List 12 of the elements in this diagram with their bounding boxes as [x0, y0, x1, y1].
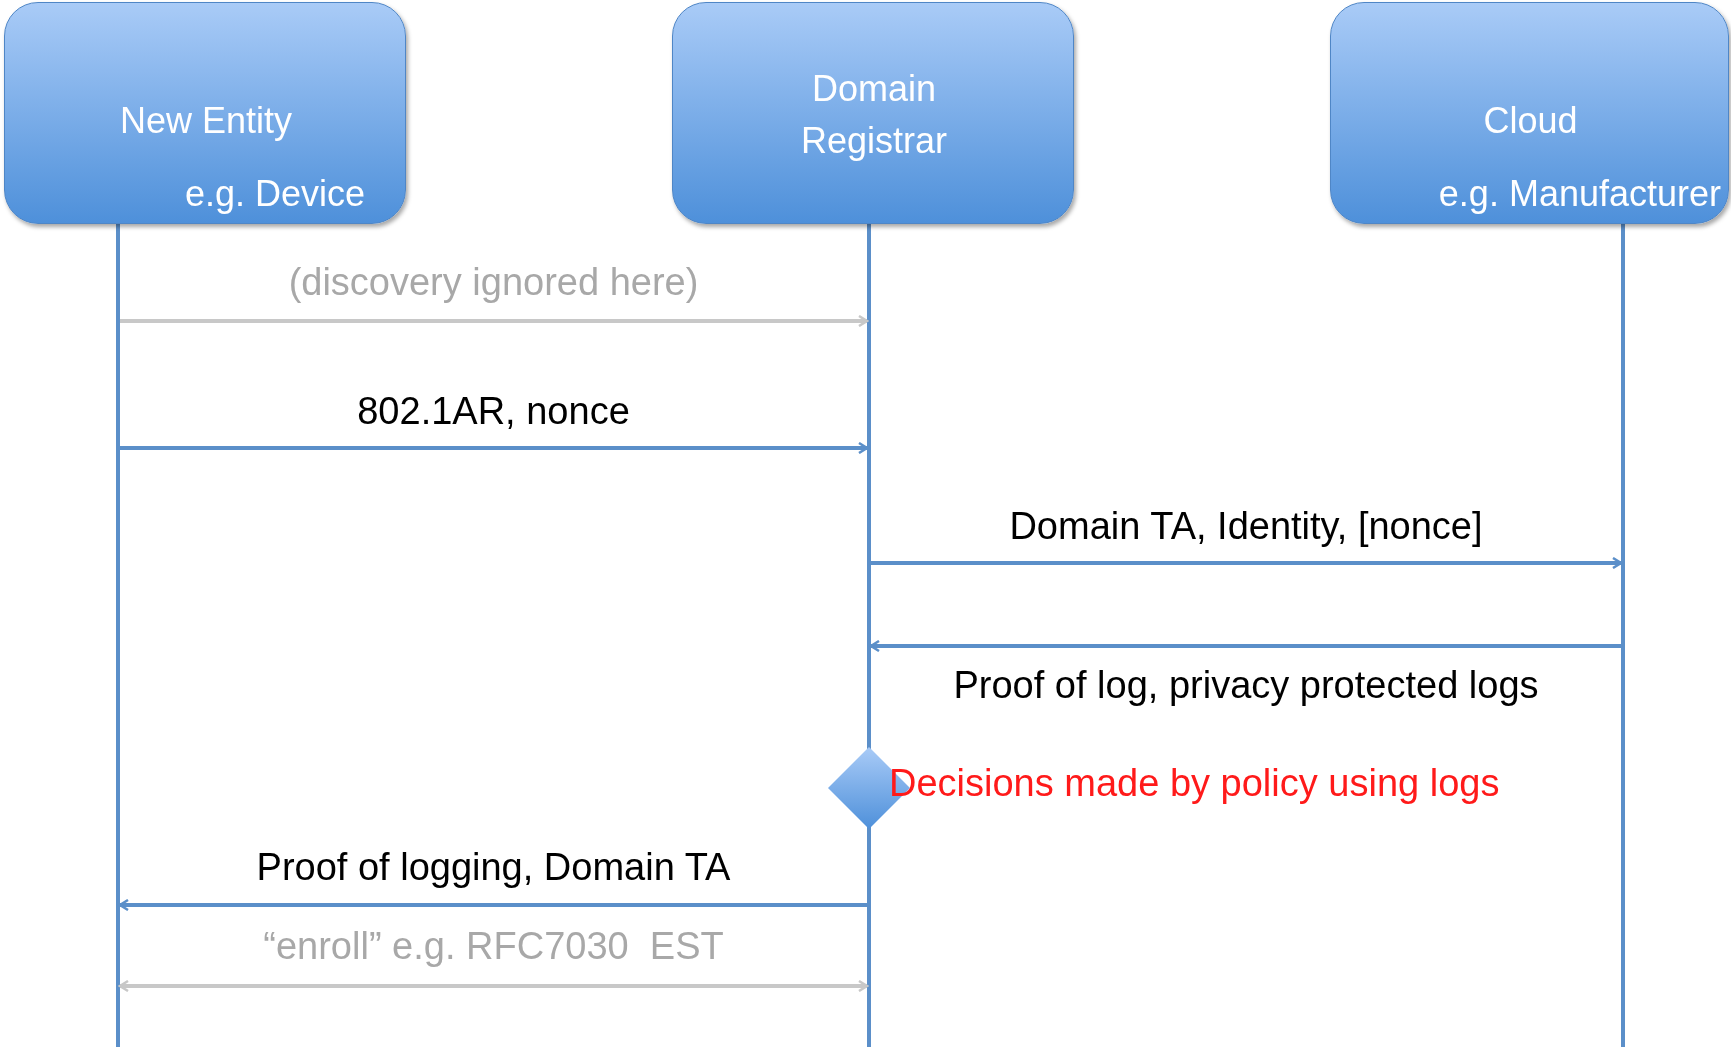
message-arrow: [120, 314, 869, 328]
message-arrow: [120, 441, 869, 455]
message-arrow: [118, 979, 869, 993]
participant-example: e.g. Manufacturer: [1437, 172, 1721, 216]
message-arrow: [871, 556, 1623, 570]
participant-name: New Entity: [118, 99, 294, 143]
message-arrow: [118, 898, 867, 912]
decision-note: Decisions made by policy using logs: [889, 762, 1500, 805]
participant-example: e.g. Device: [183, 172, 365, 216]
participant-name: Cloud: [1482, 99, 1579, 143]
participant-name: Domain Registrar: [799, 67, 948, 163]
message-arrow: [869, 639, 1621, 653]
